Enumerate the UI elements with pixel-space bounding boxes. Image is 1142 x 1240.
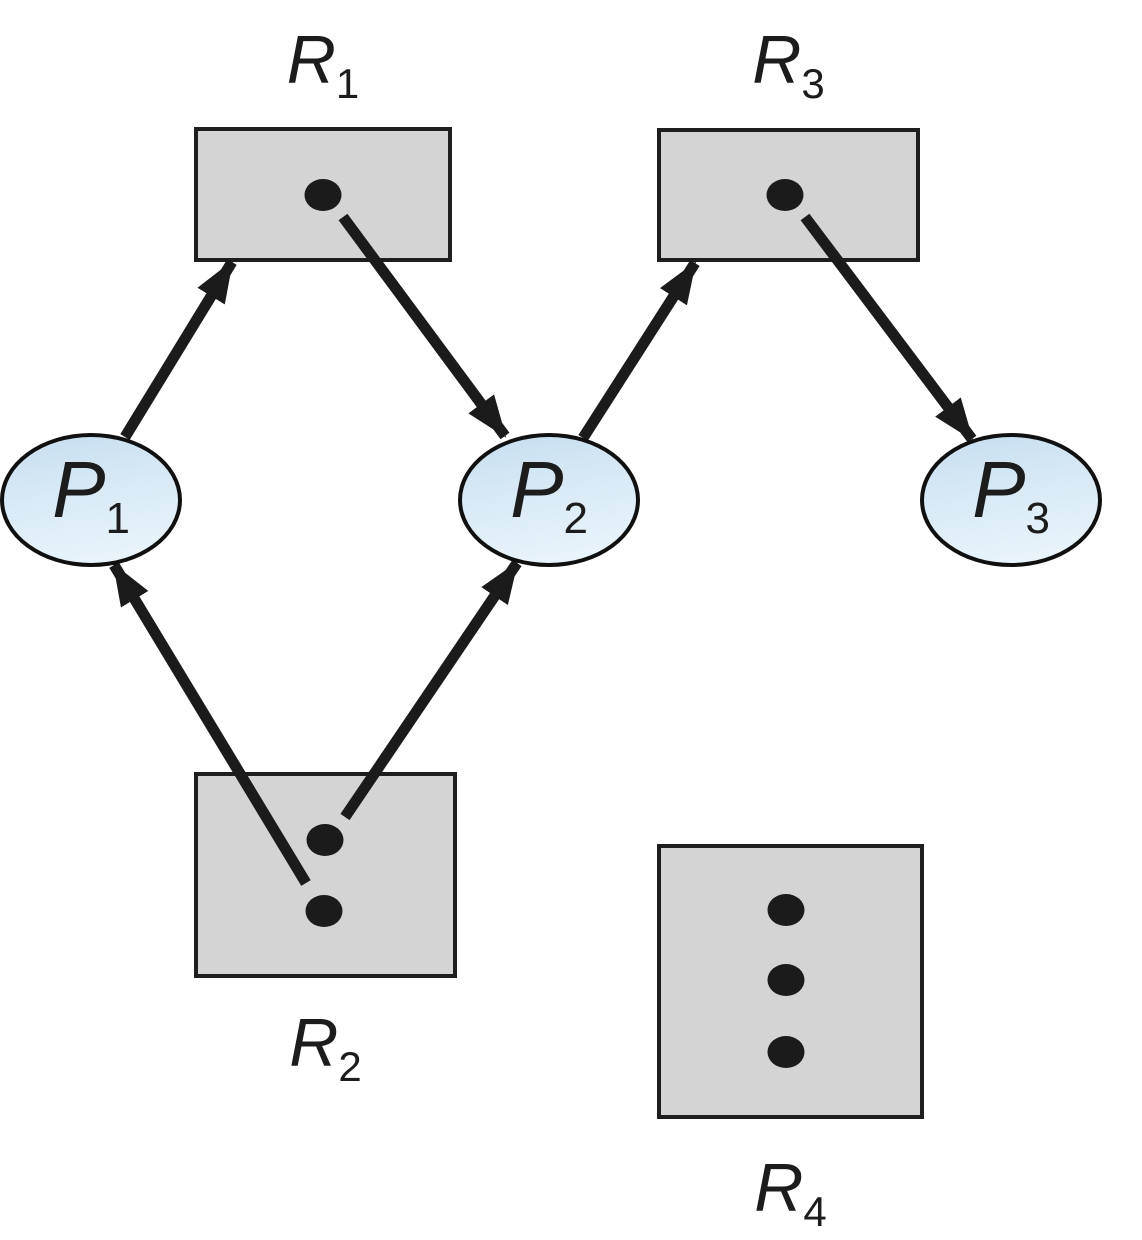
resource-r4-subscript: 4	[803, 1188, 827, 1235]
process-p2-subscript: 2	[563, 494, 588, 543]
resource-box-r2	[194, 772, 457, 978]
process-p3-letter: P	[972, 445, 1026, 534]
resource-r3-subscript: 3	[801, 60, 825, 107]
resource-box-r1	[194, 127, 452, 262]
resource-r4-letter: R	[754, 1150, 804, 1226]
process-p2-letter: P	[510, 445, 564, 534]
edge-request-p2-r3	[578, 260, 700, 441]
resource-r1-letter: R	[286, 22, 336, 98]
process-p3-subscript: 3	[1025, 494, 1050, 543]
process-p1-letter: P	[52, 445, 106, 534]
resource-box-r4	[657, 844, 924, 1119]
edge-request-p1-r1	[120, 259, 237, 440]
resource-r3-letter: R	[752, 22, 802, 98]
resource-box-r3	[657, 128, 920, 262]
resource-r1-subscript: 1	[335, 60, 360, 107]
process-p1-subscript: 1	[105, 494, 130, 543]
resource-r2-subscript: 2	[338, 1043, 362, 1090]
resource-r2-letter: R	[289, 1005, 339, 1081]
